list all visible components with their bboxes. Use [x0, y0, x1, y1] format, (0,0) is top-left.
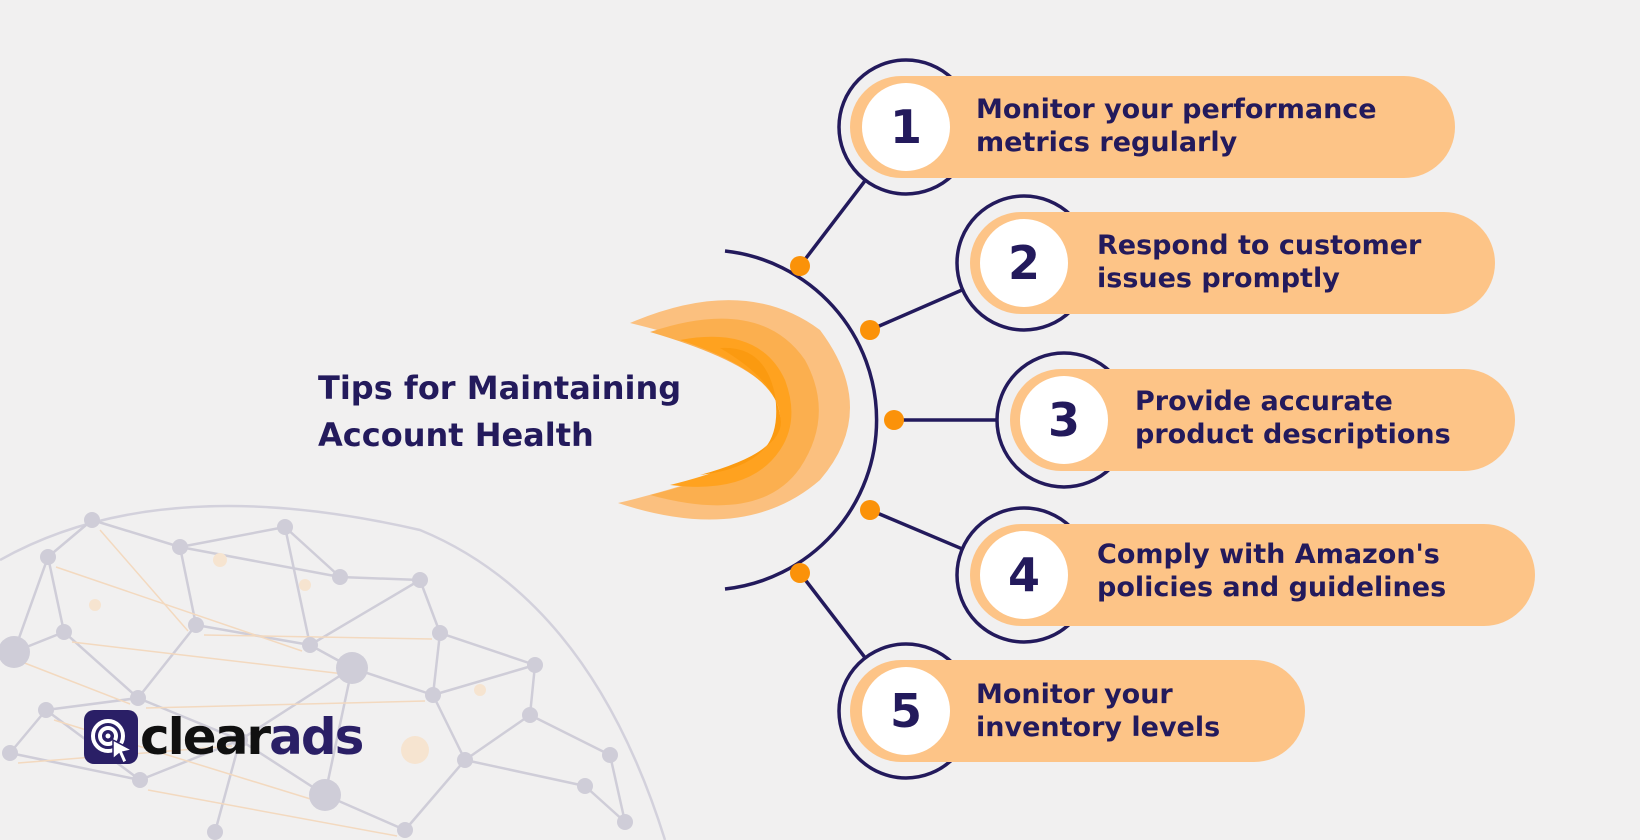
- tip-2-pill: [970, 212, 1495, 314]
- logo-target-cursor-icon: [84, 710, 138, 765]
- tip-4-dot: [860, 500, 880, 520]
- logo-wordmark: clearads: [140, 708, 364, 766]
- tip-1-number: 1: [890, 100, 922, 154]
- tip-4-connector: [869, 508, 963, 551]
- tip-1-number-circle: [862, 83, 950, 171]
- tip-4-line-2: policies and guidelines: [1097, 572, 1447, 603]
- tip-text-2: Respond to customer issues promptly: [1097, 229, 1421, 295]
- tip-2-line-2: issues promptly: [1097, 263, 1340, 294]
- tip-5-line-2: inventory levels: [976, 712, 1221, 743]
- tip-5-line-1: Monitor your: [976, 679, 1173, 710]
- tip-5-connector: [798, 571, 867, 659]
- tip-3-pill: [1010, 369, 1515, 471]
- tip-3-number: 3: [1048, 393, 1080, 447]
- tip-4-number-circle: [980, 531, 1068, 619]
- tip-5-dot: [790, 563, 810, 583]
- title-line-1: Tips for Maintaining: [318, 369, 682, 407]
- logo-word-clear: clear: [140, 708, 271, 766]
- diagram-title: Tips for Maintaining Account Health: [318, 365, 718, 459]
- tip-3-line-1: Provide accurate: [1135, 386, 1393, 417]
- logo-word-ads: ads: [269, 708, 364, 766]
- tip-2-line-1: Respond to customer: [1097, 230, 1422, 261]
- tip-text-3: Provide accurate product descriptions: [1135, 385, 1451, 451]
- tip-2-number-circle: [980, 219, 1068, 307]
- tip-4-line-1: Comply with Amazon's: [1097, 539, 1440, 570]
- tip-3-dot: [884, 410, 904, 430]
- tip-4-number: 4: [1008, 548, 1040, 602]
- tip-2-number: 2: [1008, 236, 1040, 290]
- crescent-graphic: [618, 300, 850, 520]
- tip-4-pill: [970, 524, 1535, 626]
- tip-1-pill: [850, 76, 1455, 178]
- tip-text-5: Monitor your inventory levels: [976, 678, 1220, 744]
- tip-5-number: 5: [890, 684, 922, 738]
- tip-1-line-1: Monitor your performance: [976, 94, 1377, 125]
- tip-3-number-circle: [1020, 376, 1108, 464]
- title-line-2: Account Health: [318, 416, 594, 454]
- tip-2-connector: [869, 288, 964, 332]
- tip-text-4: Comply with Amazon's policies and guidel…: [1097, 538, 1446, 604]
- tip-3-line-2: product descriptions: [1135, 419, 1451, 450]
- tip-text-1: Monitor your performance metrics regular…: [976, 93, 1377, 159]
- tip-1-dot: [790, 256, 810, 276]
- clearads-logo: clearads: [84, 708, 364, 766]
- tip-5-number-circle: [862, 667, 950, 755]
- tip-1-line-2: metrics regularly: [976, 127, 1238, 158]
- tip-2-dot: [860, 320, 880, 340]
- tip-1-connector: [798, 179, 867, 268]
